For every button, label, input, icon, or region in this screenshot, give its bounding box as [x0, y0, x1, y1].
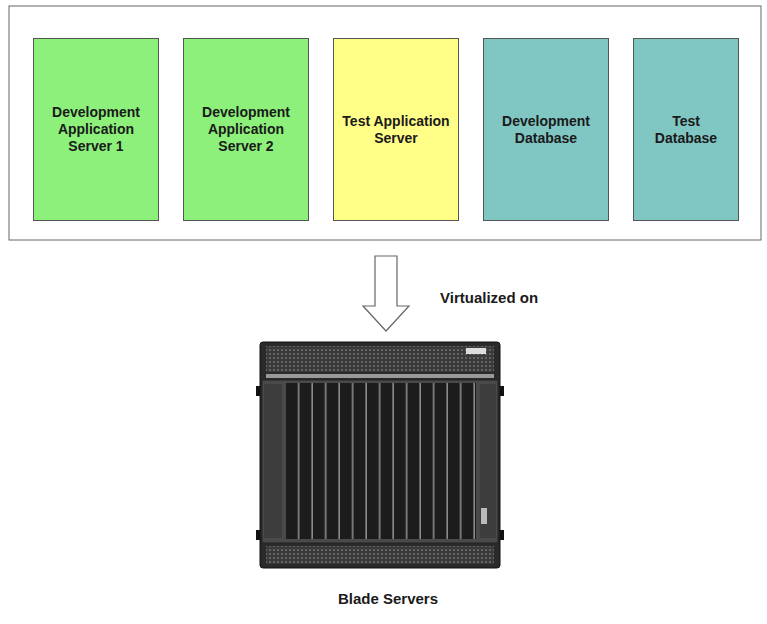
block-arrow [363, 256, 409, 331]
app-server-box: Development Application Server 1 [33, 38, 159, 221]
group-frame [9, 6, 761, 240]
arrow-label: Virtualized on [440, 289, 538, 306]
box-label: Test Application Server [340, 113, 452, 147]
box-label: Development Application Server 1 [40, 104, 152, 155]
database-box: Development Database [483, 38, 609, 221]
figure-caption: Blade Servers [338, 590, 438, 607]
test-server-box: Test Application Server [333, 38, 459, 221]
database-box: Test Database [633, 38, 739, 221]
blade-chassis [256, 342, 504, 568]
box-label: Development Database [490, 113, 602, 147]
box-label: Test Database [640, 113, 732, 147]
box-label: Development Application Server 2 [190, 104, 302, 155]
app-server-box: Development Application Server 2 [183, 38, 309, 221]
